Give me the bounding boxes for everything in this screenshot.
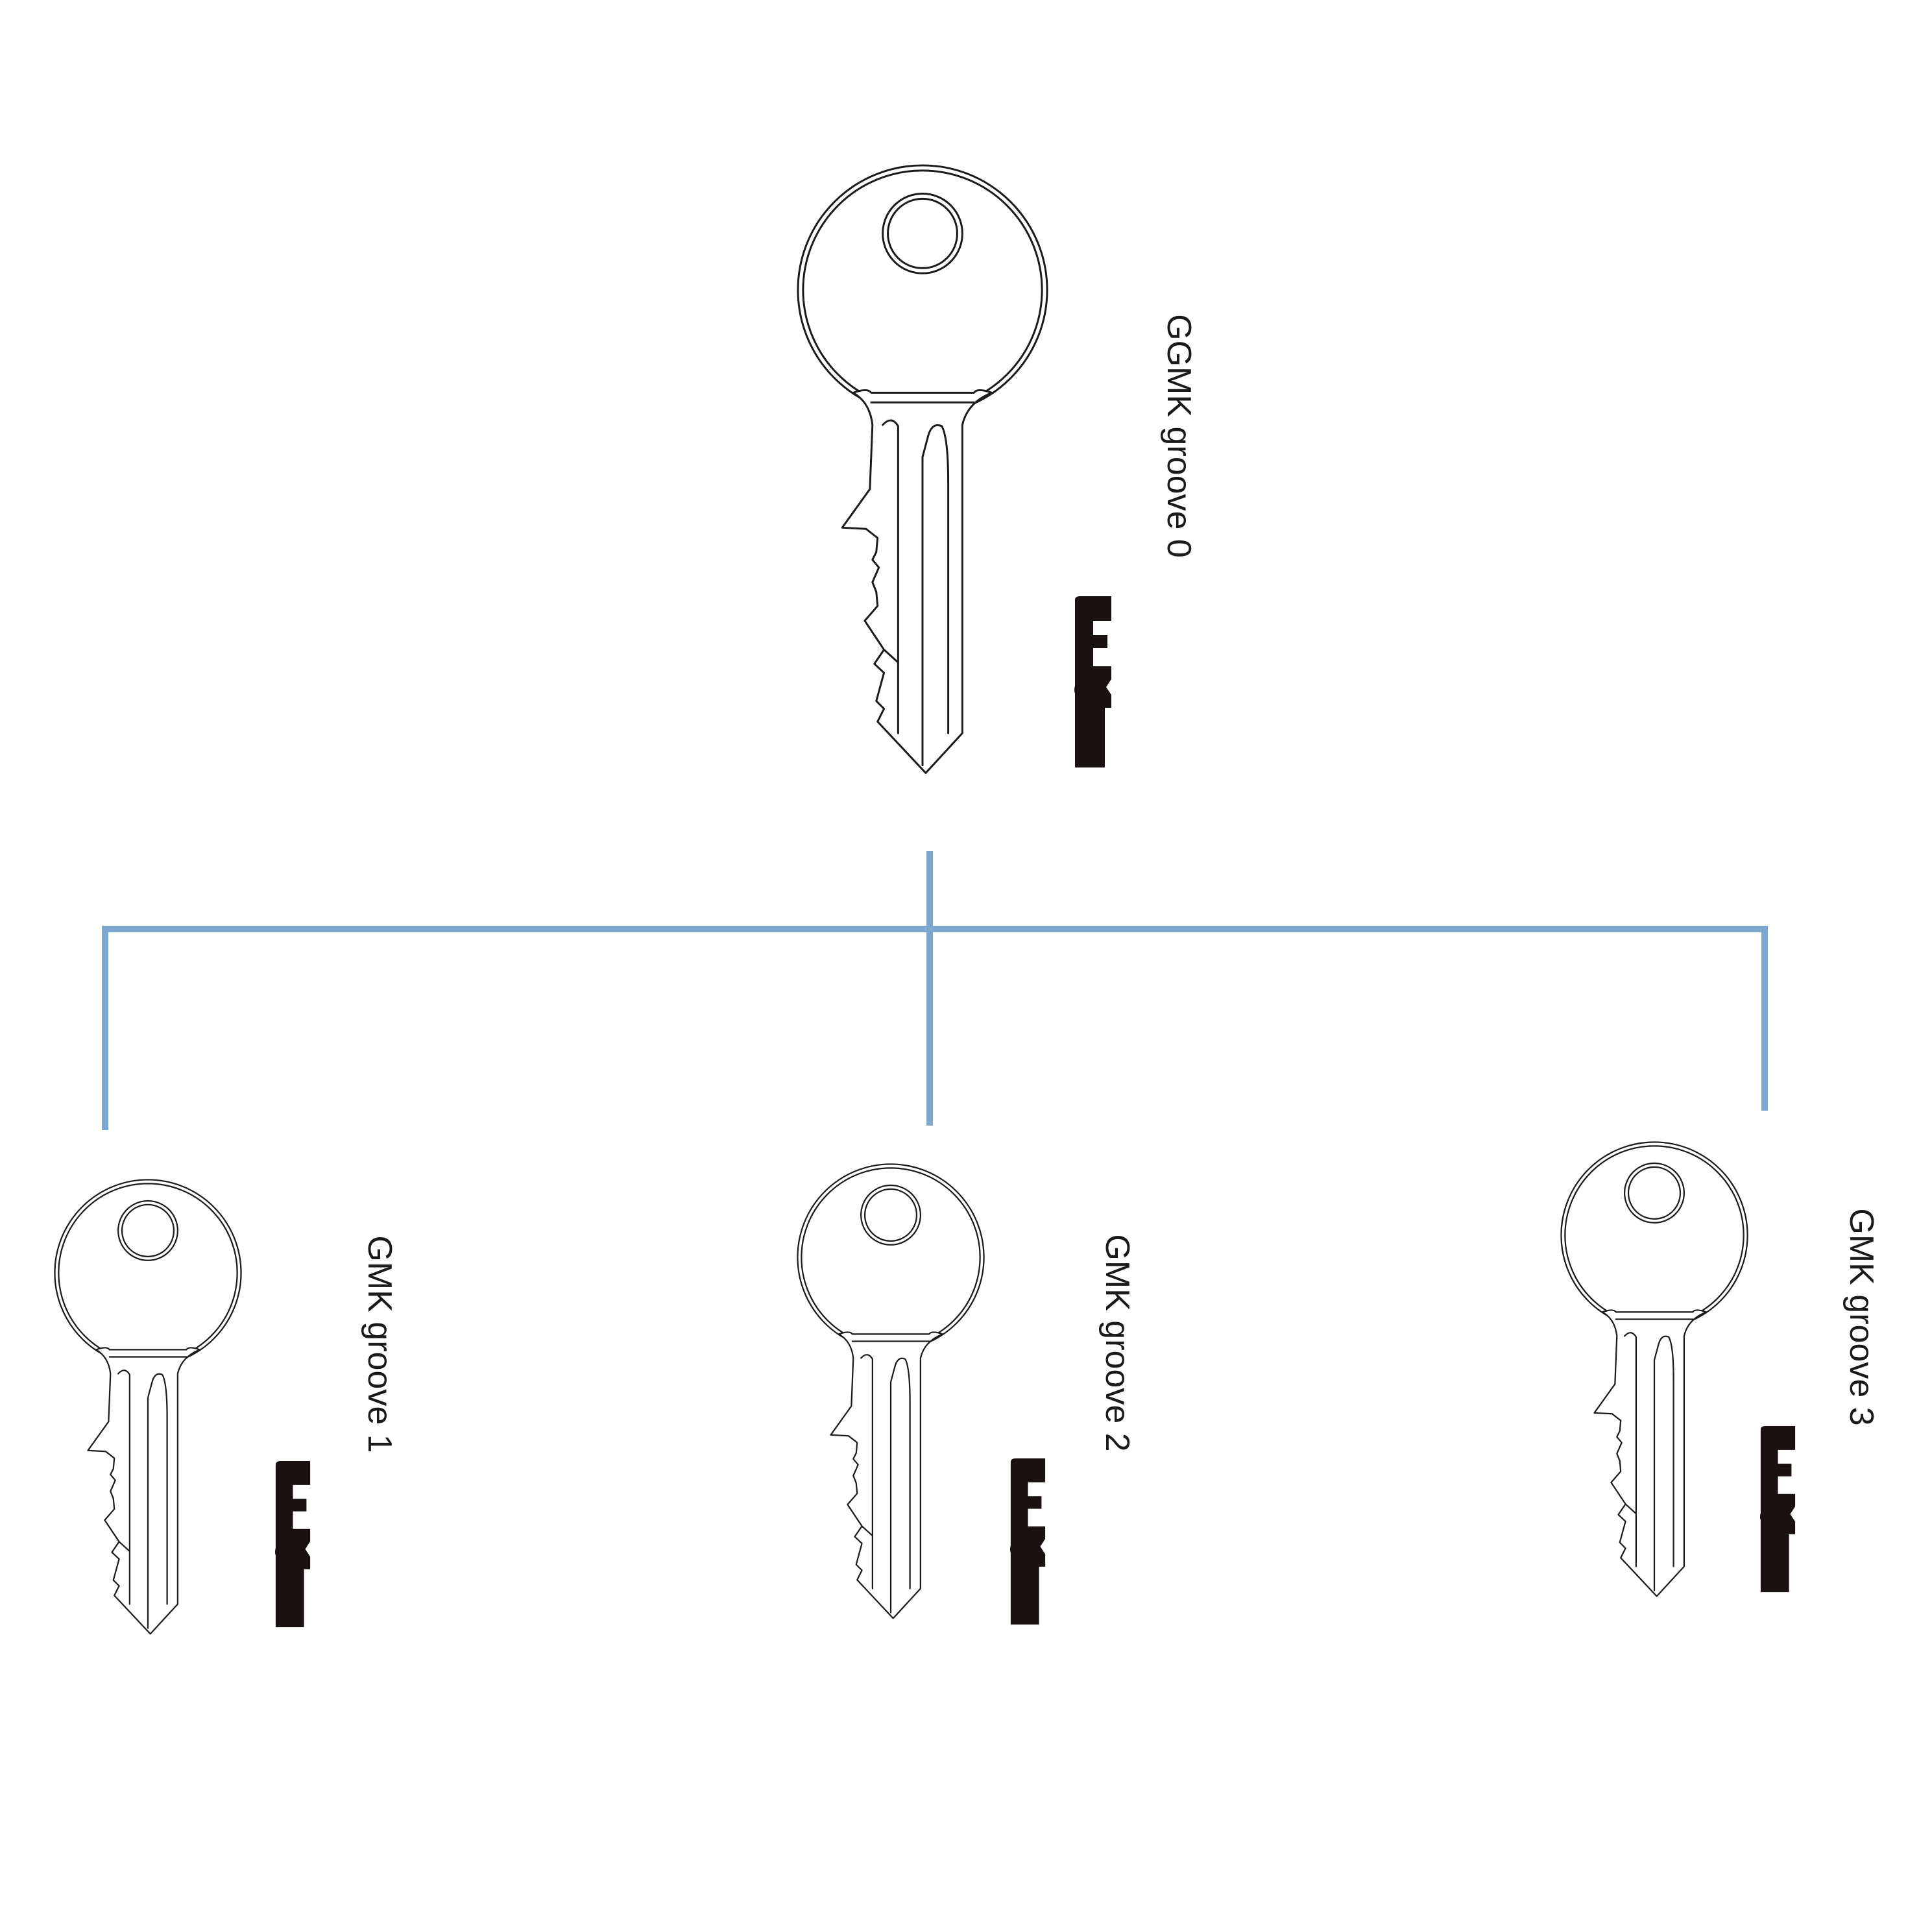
key-profile-icon — [1009, 1458, 1046, 1625]
key-label-child-2: GMK groove 2 — [1098, 1234, 1136, 1451]
key-icon — [1560, 1141, 1748, 1597]
key-icon — [797, 164, 1048, 774]
key-icon — [797, 1163, 985, 1619]
child-key-2: GMK groove 2 — [797, 1163, 1136, 1625]
key-profile-icon — [1759, 1426, 1796, 1593]
key-profile-icon — [274, 1461, 311, 1628]
child-key-3: GMK groove 3 — [1560, 1141, 1880, 1597]
root-key: GGMK groove 0 — [797, 164, 1198, 774]
key-icon — [54, 1179, 242, 1635]
child-key-1: GMK groove 1 — [54, 1179, 398, 1635]
connector-lines — [102, 851, 1768, 1130]
key-label-child-1: GMK groove 1 — [361, 1235, 398, 1453]
key-label-child-3: GMK groove 3 — [1842, 1208, 1880, 1425]
key-label-root: GGMK groove 0 — [1160, 314, 1198, 558]
key-profile-icon — [1074, 596, 1111, 767]
